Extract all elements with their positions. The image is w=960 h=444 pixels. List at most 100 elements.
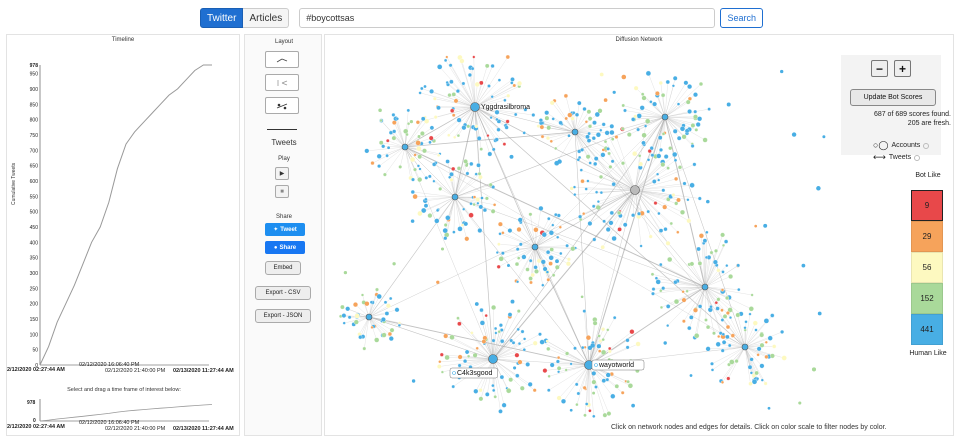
account-node[interactable] xyxy=(666,166,670,170)
network-edge[interactable] xyxy=(660,286,706,291)
account-node[interactable] xyxy=(715,306,720,311)
account-node[interactable] xyxy=(681,134,687,140)
network-edge[interactable] xyxy=(384,146,406,175)
network-edge[interactable] xyxy=(404,146,420,180)
account-node[interactable] xyxy=(620,390,625,395)
account-node[interactable] xyxy=(417,210,423,217)
account-node[interactable] xyxy=(564,116,568,121)
network-edge[interactable] xyxy=(492,349,525,360)
account-node[interactable] xyxy=(499,328,504,332)
account-node[interactable] xyxy=(464,236,470,242)
account-node[interactable] xyxy=(468,212,474,218)
account-node[interactable] xyxy=(638,154,642,158)
account-node[interactable] xyxy=(660,93,666,98)
account-node[interactable] xyxy=(663,341,667,345)
account-node[interactable] xyxy=(720,288,725,292)
account-node[interactable] xyxy=(727,362,731,367)
account-node[interactable] xyxy=(661,132,666,136)
account-node[interactable] xyxy=(495,117,499,121)
account-node[interactable] xyxy=(465,171,470,176)
network-edge[interactable] xyxy=(558,364,590,399)
account-node[interactable] xyxy=(461,125,467,131)
network-edge[interactable] xyxy=(387,146,406,156)
account-node[interactable] xyxy=(639,105,645,111)
account-node[interactable] xyxy=(623,108,627,113)
account-node[interactable] xyxy=(635,341,641,347)
account-node[interactable] xyxy=(625,338,630,343)
network-edge[interactable] xyxy=(433,106,476,142)
account-node[interactable] xyxy=(676,135,682,141)
network-edge[interactable] xyxy=(454,196,590,366)
network-edge[interactable] xyxy=(634,160,676,191)
account-node[interactable] xyxy=(352,302,358,308)
account-node[interactable] xyxy=(767,335,773,341)
account-node[interactable] xyxy=(720,348,725,353)
account-node[interactable] xyxy=(595,132,601,138)
account-node[interactable] xyxy=(358,335,363,340)
network-edge[interactable] xyxy=(699,263,706,288)
network-edge[interactable] xyxy=(557,361,590,366)
account-node[interactable] xyxy=(564,368,568,372)
account-node[interactable] xyxy=(584,187,588,191)
account-node[interactable] xyxy=(474,81,480,87)
account-node[interactable] xyxy=(523,337,527,341)
accounts-info-icon[interactable] xyxy=(923,142,930,149)
network-edge[interactable] xyxy=(383,146,406,148)
account-node[interactable] xyxy=(755,377,760,381)
account-node[interactable] xyxy=(421,116,426,121)
network-edge[interactable] xyxy=(574,131,589,157)
account-node[interactable] xyxy=(538,205,544,211)
account-node[interactable] xyxy=(822,135,826,139)
account-node[interactable] xyxy=(665,304,671,309)
account-node[interactable] xyxy=(417,135,421,138)
network-edge[interactable] xyxy=(412,191,456,198)
account-node[interactable] xyxy=(721,270,725,274)
account-node[interactable] xyxy=(690,144,695,148)
network-edge[interactable] xyxy=(534,189,636,248)
network-edge[interactable] xyxy=(589,189,636,224)
account-node[interactable] xyxy=(472,55,476,59)
account-node[interactable] xyxy=(725,324,731,330)
account-node[interactable] xyxy=(565,261,571,267)
account-node[interactable] xyxy=(424,203,428,208)
network-edge[interactable] xyxy=(556,131,576,164)
account-node[interactable] xyxy=(614,135,619,139)
account-node[interactable] xyxy=(487,151,493,157)
network-edge[interactable] xyxy=(574,131,609,150)
account-node[interactable] xyxy=(473,388,479,394)
account-node[interactable] xyxy=(756,346,762,352)
account-node[interactable] xyxy=(516,327,520,332)
account-node[interactable] xyxy=(410,189,415,195)
account-node[interactable] xyxy=(754,370,759,376)
network-edge[interactable] xyxy=(501,246,536,259)
account-node[interactable] xyxy=(340,304,345,310)
account-node[interactable] xyxy=(387,146,390,150)
account-node[interactable] xyxy=(353,319,359,325)
account-node[interactable] xyxy=(541,283,545,287)
network-edge[interactable] xyxy=(664,108,710,118)
network-edge[interactable] xyxy=(624,110,666,118)
account-node[interactable] xyxy=(522,131,526,135)
account-node[interactable] xyxy=(445,55,449,59)
network-edge[interactable] xyxy=(731,346,746,363)
account-node[interactable] xyxy=(362,346,367,351)
account-node[interactable] xyxy=(672,75,678,81)
network-edge[interactable] xyxy=(623,105,666,118)
network-edge[interactable] xyxy=(737,314,746,348)
network-edge[interactable] xyxy=(574,108,585,133)
account-node[interactable] xyxy=(465,163,469,167)
account-node[interactable] xyxy=(611,182,616,187)
network-edge[interactable] xyxy=(696,286,706,336)
account-node[interactable] xyxy=(709,305,713,309)
layout-tree-button[interactable] xyxy=(265,74,299,91)
network-edge[interactable] xyxy=(474,106,489,136)
network-edge[interactable] xyxy=(634,164,663,191)
network-edge[interactable] xyxy=(534,246,543,286)
account-node[interactable] xyxy=(479,147,483,151)
network-edge[interactable] xyxy=(438,106,476,108)
scale-bin-2[interactable]: 56 xyxy=(911,252,943,283)
account-node[interactable] xyxy=(551,273,556,277)
network-edge[interactable] xyxy=(527,246,536,270)
network-edge[interactable] xyxy=(453,196,456,233)
network-edge[interactable] xyxy=(454,176,481,198)
